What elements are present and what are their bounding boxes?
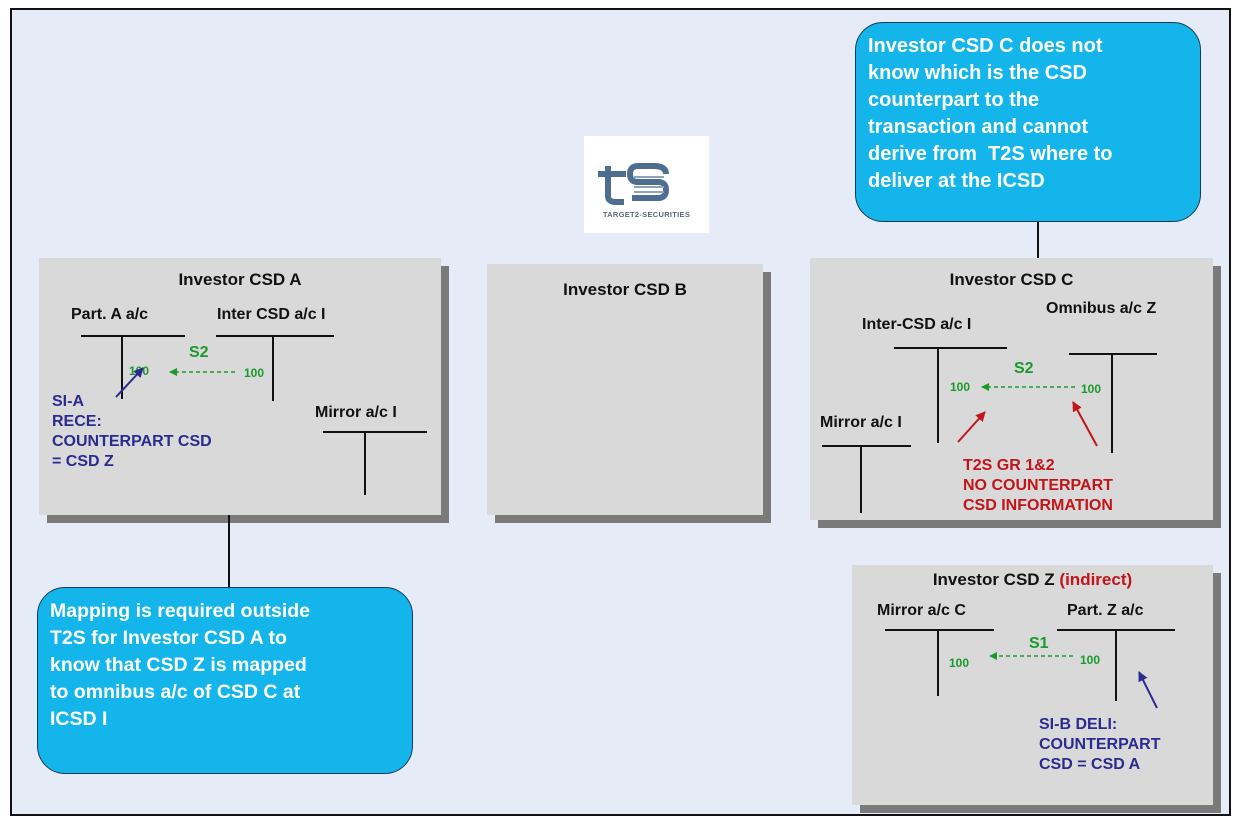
csd-z-amount-right: 100 [1080,653,1101,667]
csd-a-inter-t-stem [272,335,274,401]
csd-z-settlement-label: S1 [1029,635,1049,652]
csd-c-amount-left: 100 [950,380,971,394]
csd-a-settlement-label: S2 [189,344,209,361]
csd-z-title-suffix: (indirect) [1059,570,1133,589]
csd-a-box: Investor CSD A Part. A a/c Inter CSD a/c… [39,258,441,515]
t2s-logo-mark [598,163,670,205]
csd-c-inter-account-label: Inter-CSD a/c I [862,316,972,333]
csd-a-inter-account-label: Inter CSD a/c I [217,306,326,323]
csd-c-mirror-t-top [822,445,911,447]
csd-a-connector [228,515,230,587]
csd-c-box: Investor CSD C Omnibus a/c Z Inter-CSD a… [810,258,1213,520]
csd-c-inter-t-top [894,347,1007,349]
csd-a-title: Investor CSD A [178,270,302,289]
csd-c-mirror-t-stem [860,445,862,513]
csd-a-mirror-account-label: Mirror a/c I [315,404,397,421]
csd-c-omnibus-t-stem [1111,353,1113,453]
csd-z-instruction: SI-B DELI: COUNTERPART CSD = CSD A [1039,716,1161,773]
csd-z-mirror-t-top [885,629,994,631]
csd-c-omnibus-t-top [1069,353,1157,355]
csd-b-box: Investor CSD B [487,264,763,515]
csd-c-mirror-account-label: Mirror a/c I [820,414,902,431]
csd-c-red-arrow-right [1072,401,1098,447]
csd-a-part-t-stem [121,335,123,399]
csd-b-title: Investor CSD B [563,280,687,299]
csd-z-mirror-t-stem [937,629,939,696]
callout-bottom: Mapping is required outside T2S for Inve… [37,587,413,774]
csd-a-inter-t-top [216,335,334,337]
t2s-logo-subtitle: TARGET2-SECURITIES [602,210,691,219]
csd-c-note: T2S GR 1&2 NO COUNTERPART CSD INFORMATIO… [963,457,1113,514]
csd-z-title-text: Investor CSD Z [932,570,1055,589]
callout-top-connector [1037,222,1039,258]
csd-c-settlement-label: S2 [1014,360,1034,377]
csd-a-amount-right: 100 [244,366,265,380]
csd-c-inter-t-stem [937,347,939,443]
csd-a-instruction: SI-A RECE: COUNTERPART CSD = CSD Z [52,393,212,470]
csd-c-omnibus-account-label: Omnibus a/c Z [1046,300,1157,317]
csd-c-amount-right: 100 [1081,382,1102,396]
csd-c-red-arrow-left [957,411,986,443]
csd-z-box: Investor CSD Z (indirect) Mirror a/c C P… [852,565,1213,805]
csd-z-instruction-arrow [1138,671,1158,709]
csd-c-title: Investor CSD C [949,270,1074,289]
callout-top: Investor CSD C does not know which is th… [855,22,1201,222]
csd-a-instruction-arrow [115,367,144,398]
csd-z-amount-left: 100 [949,656,970,670]
csd-z-title: Investor CSD Z (indirect) [852,570,1213,590]
csd-z-part-account-label: Part. Z a/c [1067,602,1144,619]
csd-a-part-account-label: Part. A a/c [71,306,149,323]
csd-a-mirror-t-top [323,431,427,433]
t2s-logo: TARGET2-SECURITIES [584,136,709,233]
csd-z-mirror-account-label: Mirror a/c C [877,602,966,619]
csd-z-part-t-stem [1115,629,1117,701]
csd-a-mirror-t-stem [364,431,366,495]
csd-a-part-t-top [81,335,185,337]
